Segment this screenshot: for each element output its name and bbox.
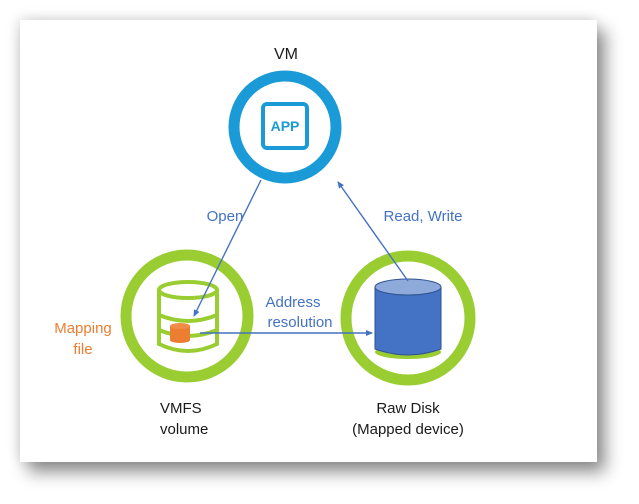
vmfs-node — [120, 249, 254, 383]
address-resolution-label-line1: Address — [265, 294, 321, 311]
raw-disk-icon — [374, 278, 442, 359]
raw-disk-node — [340, 250, 476, 386]
vmfs-label-line2: volume — [160, 421, 209, 438]
raw-disk-label-line1: Raw Disk — [376, 400, 440, 417]
app-icon-label: APP — [270, 118, 300, 134]
vm-label: VM — [274, 46, 298, 63]
mapping-file-icon — [170, 323, 190, 343]
open-arrow — [193, 179, 262, 317]
vmfs-ring — [120, 249, 254, 383]
mapping-file-label-line1: Mapping — [54, 320, 112, 337]
mapping-file-label-line2: file — [73, 341, 93, 358]
vm-node — [228, 70, 342, 184]
open-label: Open — [206, 208, 244, 225]
raw-disk-label-line2: (Mapped device) — [352, 421, 464, 438]
address-resolution-label-line2: resolution — [267, 314, 333, 331]
read-write-arrow — [337, 181, 409, 282]
vm-ring — [228, 70, 342, 184]
vmfs-label-line1: VMFS — [160, 400, 202, 417]
app-icon — [261, 102, 309, 150]
read-write-label: Read, Write — [383, 208, 463, 225]
